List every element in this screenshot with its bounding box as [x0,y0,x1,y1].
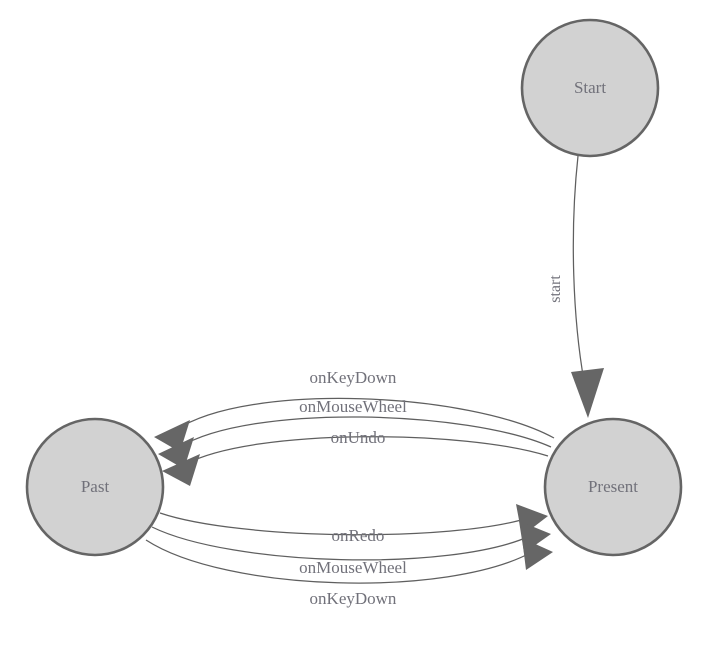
edge-present-to-past-onundo-arrowhead [162,454,200,486]
edge-start-to-present-arrowhead [571,368,604,418]
edge-past-to-present-onredo-label: onRedo [332,526,385,545]
edge-present-to-past-onkeydown-label: onKeyDown [310,368,397,387]
edge-present-to-past-onundo[interactable]: onUndo [162,428,549,486]
node-present-shape [543,417,683,557]
edge-present-to-past-onmousewheel-label: onMouseWheel [299,397,407,416]
edge-start-to-present-label: start [547,275,564,303]
edge-start-to-present[interactable]: start [547,155,604,418]
edge-present-to-past-onundo-path [185,436,549,465]
edge-past-to-present-onredo-path [159,512,529,536]
edge-start-to-present-path [572,155,587,393]
node-past-label: Past [81,477,110,496]
node-present-label: Present [588,477,638,496]
edge-present-to-past-onkeydown-path [175,397,555,439]
edge-present-to-past-onundo-label: onUndo [331,428,386,447]
edge-present-to-past-onmousewheel-path [179,416,552,448]
edge-past-to-present-onkeydown[interactable]: onKeyDown [145,538,553,608]
node-start-shape [520,18,660,158]
node-past[interactable]: Past [25,417,165,557]
edge-past-to-present-onredo[interactable]: onRedo [159,504,548,545]
edge-past-to-present-onkeydown-label: onKeyDown [310,589,397,608]
edge-past-to-present-onkeydown-arrowhead [522,538,553,570]
edge-past-to-present-onmousewheel-path [151,526,531,561]
node-past-shape [25,417,165,557]
node-present[interactable]: Present [543,417,683,557]
edge-past-to-present-onkeydown-path [145,539,533,584]
edge-past-to-present-onmousewheel-label: onMouseWheel [299,558,407,577]
node-start-label: Start [574,78,606,97]
node-start[interactable]: Start [520,18,660,158]
